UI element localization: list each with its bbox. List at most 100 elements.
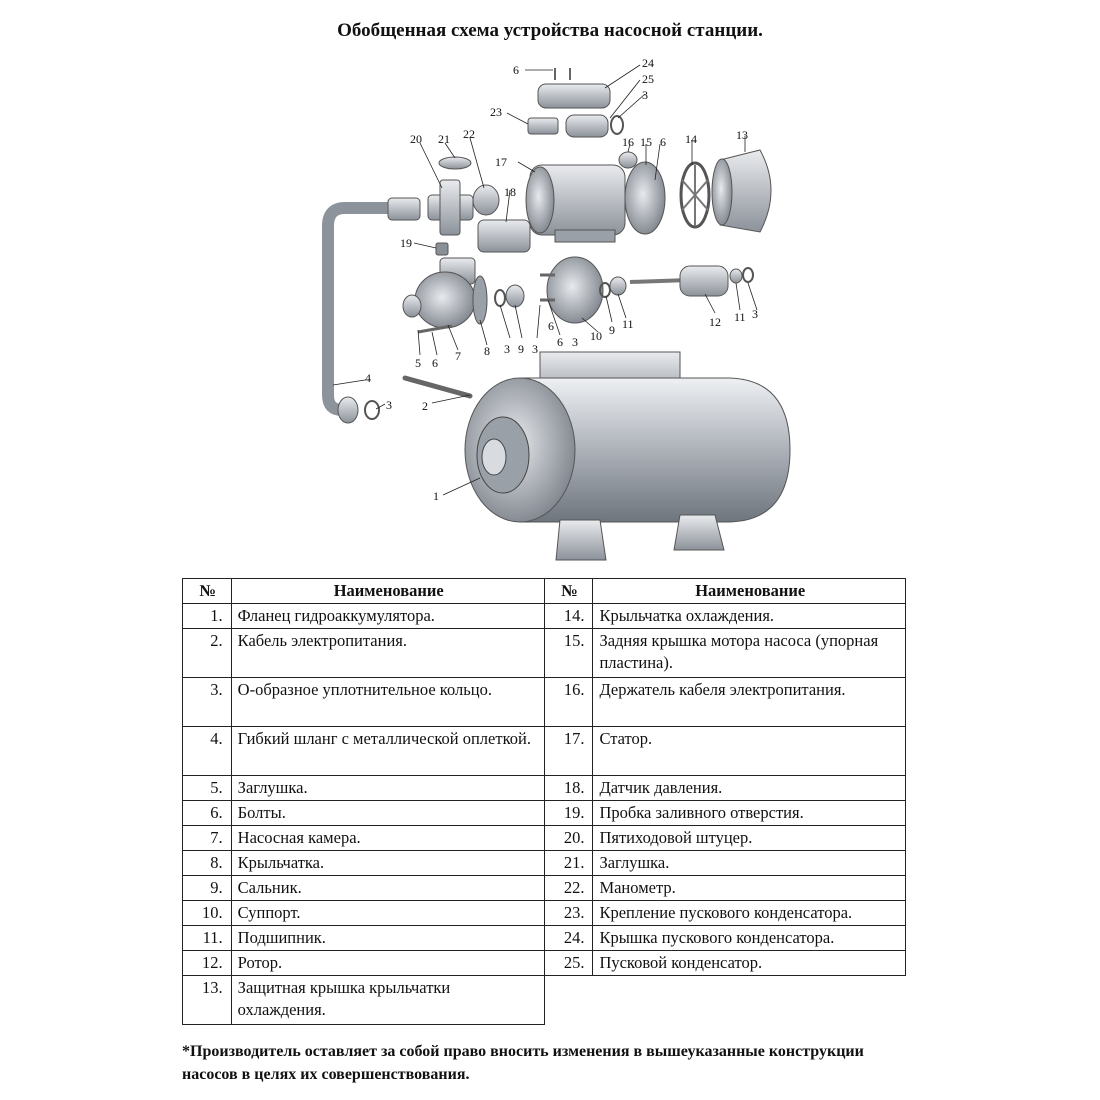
part-name: Крыльчатка охлаждения.	[592, 603, 906, 629]
table-row: 7. Насосная камера. 20. Пятиходовой штуц…	[182, 825, 906, 851]
part-name: Гибкий шланг с металлической оплеткой.	[230, 726, 545, 776]
part-name: Пятиходовой штуцер.	[592, 825, 906, 851]
callout-3: 3	[504, 342, 510, 356]
part-name: Суппорт.	[230, 900, 545, 926]
part-number: 12.	[182, 950, 232, 976]
stator	[477, 164, 626, 253]
part-number: 16.	[543, 677, 594, 727]
part-name: Заглушка.	[592, 850, 906, 876]
part-number: 17.	[543, 726, 594, 776]
part-number: 10.	[182, 900, 232, 926]
flexible-hose	[322, 202, 401, 416]
callout-6: 6	[513, 63, 519, 77]
table-row: 6. Болты. 19. Пробка заливного отверстия…	[182, 800, 906, 826]
table-row: 2. Кабель электропитания. 15. Задняя кры…	[182, 628, 906, 678]
callout-15: 15	[640, 135, 652, 149]
callout-9: 9	[609, 323, 615, 337]
callout-1: 1	[433, 489, 439, 503]
table-row: 5. Заглушка. 18. Датчик давления.	[182, 775, 906, 801]
callout-3: 3	[642, 88, 648, 102]
part-name: Ротор.	[230, 950, 545, 976]
leader-lines	[332, 64, 758, 496]
rotor	[629, 265, 754, 297]
callout-16: 16	[622, 135, 634, 149]
col-num-header: №	[182, 578, 232, 604]
callout-8: 8	[484, 344, 490, 358]
callout-3: 3	[532, 342, 538, 356]
callout-18: 18	[504, 185, 516, 199]
callout-2: 2	[422, 399, 428, 413]
footnote: *Производитель оставляет за собой право …	[182, 1043, 864, 1083]
callout-14: 14	[685, 132, 697, 146]
part-number: 7.	[182, 825, 232, 851]
part-number: 15.	[543, 628, 594, 678]
part-name: Насосная камера.	[230, 825, 545, 851]
table-row: 13. Защитная крышка крыльчатки охлаждени…	[182, 975, 906, 1025]
col-name-header: Наименование	[230, 578, 545, 604]
callout-21: 21	[438, 132, 450, 146]
part-name: Крепление пускового конденсатора.	[592, 900, 906, 926]
part-number: 18.	[543, 775, 594, 801]
callout-7: 7	[455, 349, 461, 363]
callout-25: 25	[642, 72, 654, 86]
part-name: Задняя крышка мотора насоса (упорная пла…	[592, 628, 906, 678]
col-name-header: Наименование	[592, 578, 906, 604]
pressure-tank	[464, 351, 791, 561]
part-number: 5.	[182, 775, 232, 801]
callout-3: 3	[572, 335, 578, 349]
callout-5: 5	[415, 356, 421, 370]
part-number: 2.	[182, 628, 232, 678]
part-name: Сальник.	[230, 875, 545, 901]
callout-24: 24	[642, 56, 654, 70]
part-name: Пусковой конденсатор.	[592, 950, 906, 976]
table-row: 8. Крыльчатка. 21. Заглушка.	[182, 850, 906, 876]
part-name: Фланец гидроаккумулятора.	[230, 603, 545, 629]
callout-3: 3	[752, 307, 758, 321]
callout-11: 11	[734, 310, 746, 324]
part-name: Болты.	[230, 800, 545, 826]
part-number: 1.	[182, 603, 232, 629]
part-name: Статор.	[592, 726, 906, 776]
page-title: Обобщенная схема устройства насосной ста…	[337, 20, 763, 41]
parts-table: № Наименование № Наименование 1. Фланец …	[182, 578, 906, 1025]
callout-17: 17	[495, 155, 507, 169]
callout-6: 6	[548, 319, 554, 333]
table-row: 12. Ротор. 25. Пусковой конденсатор.	[182, 950, 906, 976]
part-number: 13.	[182, 975, 232, 1025]
part-name: Крыльчатка.	[230, 850, 545, 876]
part-number: 24.	[543, 925, 594, 951]
part-name: Защитная крышка крыльчатки охлаждения.	[230, 975, 545, 1025]
part-number: 14.	[543, 603, 594, 629]
callout-19: 19	[400, 236, 412, 250]
table-row: 3. О-образное уплотнительное кольцо. 16.…	[182, 677, 906, 727]
table-row: 11. Подшипник. 24. Крышка пускового конд…	[182, 925, 906, 951]
part-number: 8.	[182, 850, 232, 876]
table-header-row: № Наименование № Наименование	[182, 578, 906, 604]
part-number: 20.	[543, 825, 594, 851]
callout-4: 4	[365, 371, 371, 385]
callout-6: 6	[432, 356, 438, 370]
callout-6: 6	[557, 335, 563, 349]
part-name: Подшипник.	[230, 925, 545, 951]
empty-cell	[543, 975, 906, 1025]
table-row: 9. Сальник. 22. Манометр.	[182, 875, 906, 901]
motor-rear-parts	[618, 149, 772, 235]
part-name: Кабель электропитания.	[230, 628, 545, 678]
part-number: 6.	[182, 800, 232, 826]
part-name: Держатель кабеля электропитания.	[592, 677, 906, 727]
part-number: 9.	[182, 875, 232, 901]
callout-13: 13	[736, 128, 748, 142]
part-number: 21.	[543, 850, 594, 876]
callout-9: 9	[518, 342, 524, 356]
part-name: Заглушка.	[230, 775, 545, 801]
callout-11: 11	[622, 317, 634, 331]
part-name: Датчик давления.	[592, 775, 906, 801]
part-number: 22.	[543, 875, 594, 901]
table-row: 10. Суппорт. 23. Крепление пускового кон…	[182, 900, 906, 926]
part-number: 4.	[182, 726, 232, 776]
part-number: 25.	[543, 950, 594, 976]
table-row: 1. Фланец гидроаккумулятора. 14. Крыльча…	[182, 603, 906, 629]
part-name: О-образное уплотнительное кольцо.	[230, 677, 545, 727]
pump-chamber	[402, 256, 627, 334]
part-number: 11.	[182, 925, 232, 951]
